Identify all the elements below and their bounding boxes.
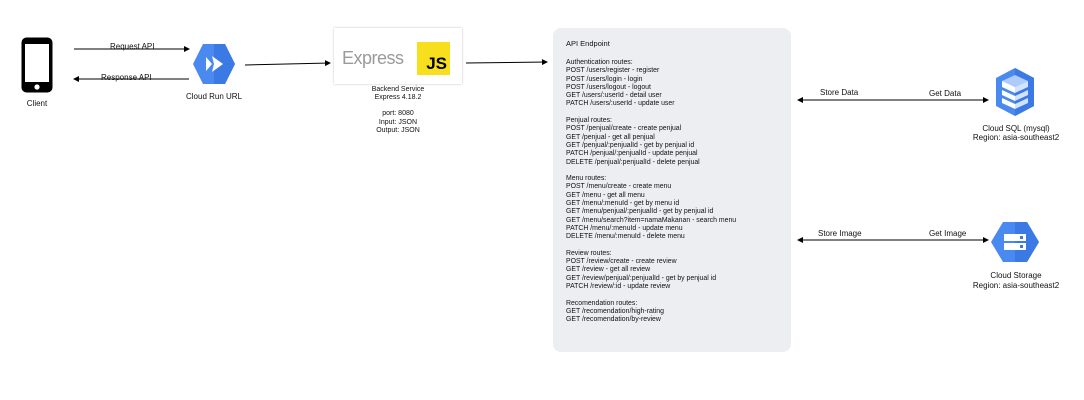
- cloud-sql-region: Region: asia-southeast2: [972, 133, 1060, 142]
- cloud-storage-node: [990, 220, 1040, 264]
- js-logo-icon: JS: [417, 42, 450, 75]
- route-section-heading: Penjual routes:: [566, 117, 612, 125]
- express-logo-box: Express JS: [334, 28, 462, 84]
- route-section: Recomendation routes:GET /recomendation/…: [566, 300, 736, 325]
- express-wordmark: Express: [342, 48, 404, 68]
- route-item: GET /recomendation/by-review: [566, 316, 661, 324]
- route-item: GET /menu/:menuId - get by menu id: [566, 200, 680, 208]
- route-item: POST /users/login - login: [566, 75, 643, 83]
- response-label: Response API: [101, 73, 152, 82]
- cloud-storage-region: Region: asia-southeast2: [972, 281, 1060, 290]
- store-data-label: Store Data: [820, 88, 859, 97]
- route-item: GET /menu - get all menu: [566, 191, 645, 199]
- request-label: Request API: [110, 42, 155, 51]
- route-item: PATCH /menu/:menuId - update menu: [566, 224, 683, 232]
- cloud-sql-node: [994, 66, 1036, 118]
- cloud-storage-icon: [991, 222, 1039, 262]
- cloud-storage-label: Cloud Storage: [990, 271, 1042, 280]
- route-section-heading: Menu routes:: [566, 175, 607, 183]
- route-item: GET /penjual - get all penjual: [566, 133, 655, 141]
- backend-info: Backend Service Express 4.18.2 port: 808…: [334, 86, 462, 135]
- route-item: DELETE /penjual/:penjualId - delete penj…: [566, 158, 700, 166]
- route-item: GET /review/penjual/:penjualId - get by …: [566, 274, 717, 282]
- route-item: POST /users/register - register: [566, 67, 660, 75]
- js-logo-text: JS: [426, 54, 447, 73]
- route-item: POST /users/logout - logout: [566, 83, 651, 91]
- route-section: Review routes:POST /review/create - crea…: [566, 250, 736, 291]
- client-node: [20, 36, 54, 94]
- store-image-label: Store Image: [818, 229, 862, 238]
- route-item: POST /review/create - create review: [566, 258, 677, 266]
- route-section: Authentication routes:POST /users/regist…: [566, 59, 736, 109]
- backend-version: Express 4.18.2: [374, 94, 422, 102]
- backend-to-api-arrow: [465, 59, 548, 66]
- route-item: DELETE /menu/:menuId - delete menu: [566, 233, 685, 241]
- api-endpoint-panel: API Endpoint Authentication routes:POST …: [553, 28, 791, 352]
- route-section: Penjual routes:POST /penjual/create - cr…: [566, 117, 736, 167]
- route-item: GET /review - get all review: [566, 266, 651, 274]
- phone-icon: [21, 37, 53, 93]
- cloud-sql-icon: [996, 68, 1034, 116]
- backend-output: Output: JSON: [376, 126, 420, 134]
- backend-title: Backend Service: [371, 86, 425, 93]
- route-section-heading: Review routes:: [566, 249, 612, 257]
- route-section-heading: Authentication routes:: [566, 59, 633, 66]
- api-endpoint-title: API Endpoint: [566, 39, 610, 48]
- route-item: PATCH /users/:userId - update user: [566, 100, 675, 108]
- cloud-run-label: Cloud Run URL: [185, 92, 243, 101]
- cloudrun-to-backend-arrow: [244, 60, 331, 67]
- route-item: GET /penjual/:penjualId - get by penjual…: [566, 141, 695, 149]
- route-item: GET /users/:userId - detail user: [566, 92, 662, 100]
- route-item: POST /menu/create - create menu: [566, 183, 672, 191]
- route-section-heading: Recomendation routes:: [566, 299, 638, 307]
- cloud-run-node: [192, 42, 236, 86]
- route-item: GET /recomendation/high-rating: [566, 307, 664, 315]
- route-item: GET /menu/search?item=namaMakanan - sear…: [566, 216, 737, 224]
- route-item: PATCH /review/:id - update review: [566, 283, 671, 291]
- cloud-sql-label: Cloud SQL (mysql): [982, 124, 1050, 133]
- cloud-run-icon: [193, 44, 235, 84]
- route-item: POST /penjual/create - create penjual: [566, 125, 682, 133]
- backend-port: port: 8080: [382, 110, 414, 118]
- client-label: Client: [26, 99, 48, 108]
- backend-input: Input: JSON: [378, 118, 418, 126]
- api-route-sections: Authentication routes:POST /users/regist…: [566, 59, 736, 333]
- route-section: Menu routes:POST /menu/create - create m…: [566, 175, 736, 241]
- get-image-label: Get Image: [929, 229, 967, 238]
- route-item: PATCH /penjual/:penjualId - update penju…: [566, 150, 698, 158]
- route-item: GET /menu/penjual/:penjualId - get by pe…: [566, 208, 714, 216]
- get-data-label: Get Data: [929, 89, 962, 98]
